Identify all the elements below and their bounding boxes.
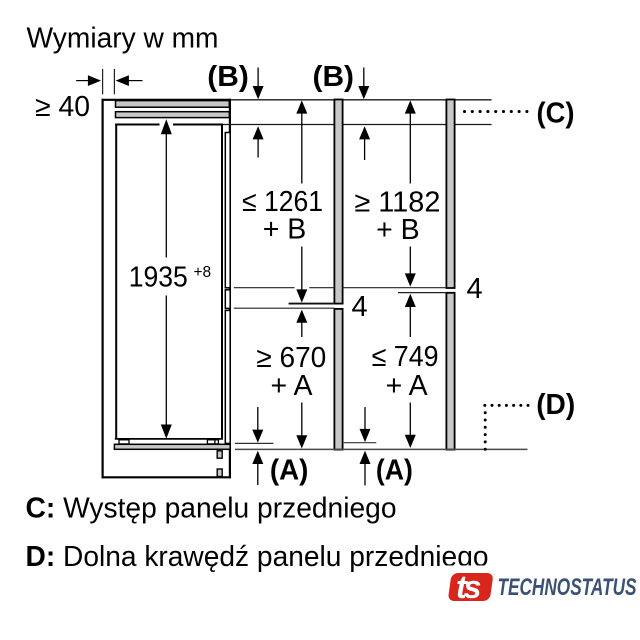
svg-text:TECHNOSTATUS: TECHNOSTATUS (498, 574, 637, 601)
svg-text:≥ 40: ≥ 40 (35, 91, 90, 123)
svg-text:Wymiary w mm: Wymiary w mm (27, 23, 219, 55)
svg-text:+ B: + B (263, 214, 307, 246)
svg-text:(A): (A) (270, 455, 309, 487)
svg-text:+ B: + B (376, 214, 420, 246)
svg-text:C: Występ panelu przedniego: C: Występ panelu przedniego (26, 493, 397, 525)
svg-text:ts: ts (456, 569, 481, 605)
svg-text:(B): (B) (313, 61, 355, 93)
svg-text:≤ 1261: ≤ 1261 (242, 186, 323, 218)
svg-text:4: 4 (352, 291, 368, 323)
svg-text:(D): (D) (536, 389, 575, 421)
svg-text:+ A: + A (271, 370, 313, 402)
svg-text:1935: 1935 (129, 262, 188, 294)
svg-text:D: Dolna krawędź panelu przedn: D: Dolna krawędź panelu przedniego (26, 541, 489, 573)
svg-text:≥ 1182: ≥ 1182 (354, 187, 440, 219)
svg-text:+ A: + A (386, 370, 428, 402)
svg-text:(A): (A) (376, 455, 413, 487)
svg-text:(C): (C) (537, 98, 575, 130)
svg-text:4: 4 (467, 273, 483, 305)
svg-text:≥ 670: ≥ 670 (256, 342, 326, 374)
svg-text:(B): (B) (207, 61, 249, 93)
svg-text:+8: +8 (194, 264, 212, 281)
svg-text:≤ 749: ≤ 749 (372, 341, 439, 373)
